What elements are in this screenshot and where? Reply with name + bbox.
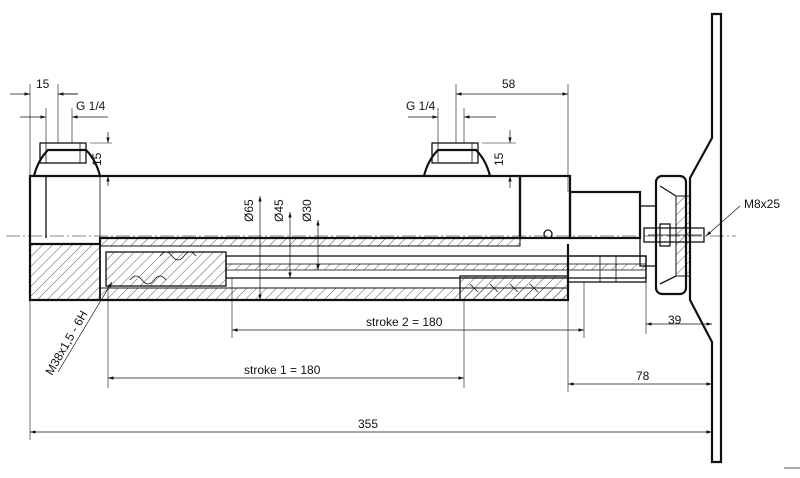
section-view — [6, 235, 736, 302]
cylinder-head — [518, 174, 642, 240]
bolt-label: M8x25 — [744, 197, 780, 211]
dia-rod-label: Ø30 — [300, 199, 314, 222]
port-right-height-label: 15 — [492, 152, 506, 166]
port-left-height-label: 15 — [90, 152, 104, 166]
flange-offset-label: 39 — [668, 313, 682, 327]
port-left-offset-label: 15 — [36, 77, 50, 91]
port-right — [422, 142, 492, 177]
dimensions — [10, 84, 800, 469]
mounting-plate — [688, 12, 723, 464]
port-right-offset-label: 58 — [502, 77, 516, 91]
rod-thread-label: M38x1,5 - 6H — [42, 308, 90, 377]
overall-length-label: 355 — [358, 417, 378, 431]
port-right-thread-label: G 1/4 — [406, 99, 436, 113]
stroke1-label: stroke 1 = 180 — [244, 363, 321, 377]
mounting-bolt — [643, 223, 705, 247]
mount-offset-label: 78 — [636, 369, 650, 383]
port-left — [32, 142, 102, 177]
port-left-thread-label: G 1/4 — [76, 99, 106, 113]
stroke2-label: stroke 2 = 180 — [366, 315, 443, 329]
flange-mount — [639, 174, 705, 296]
dia-outer-label: Ø65 — [242, 199, 256, 222]
dia-bore-label: Ø45 — [272, 199, 286, 222]
